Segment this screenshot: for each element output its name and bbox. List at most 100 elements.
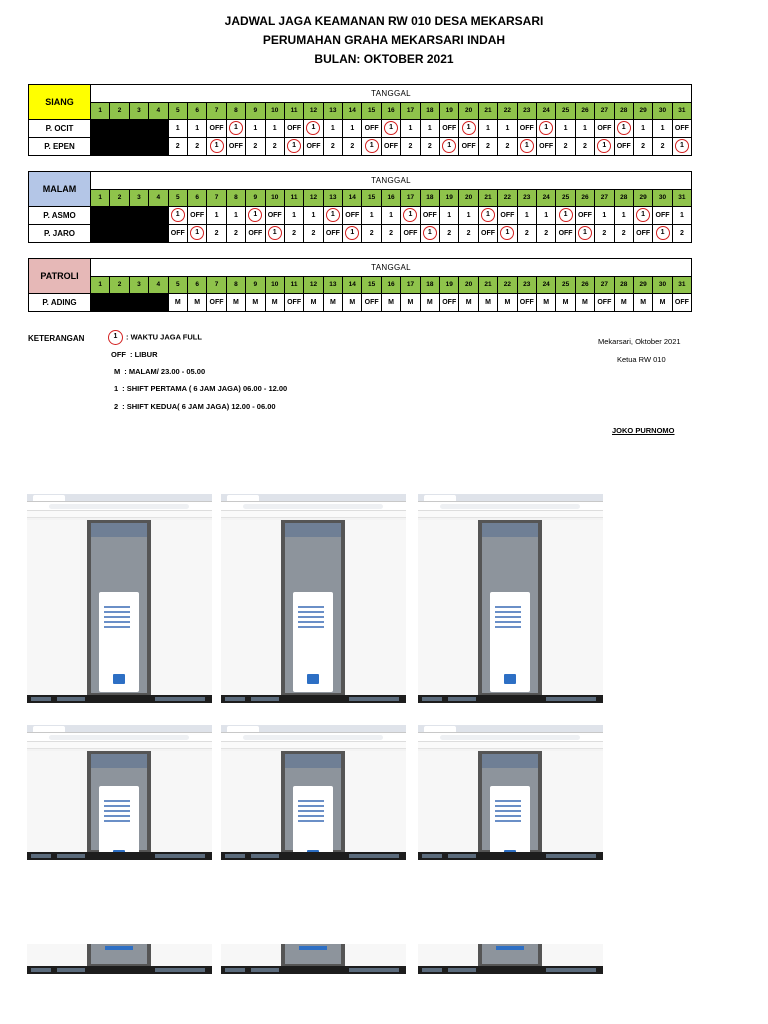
keterangan-item: M: MALAM/ 23.00 - 05.00 [114, 367, 205, 376]
day-number: 22 [497, 102, 518, 120]
circled-mark: 1 [325, 207, 340, 222]
shift-cell: 1 [671, 206, 693, 225]
full-shift-cell: 1 [439, 137, 460, 156]
document-title: JADWAL JAGA KEAMANAN RW 010 DESA MEKARSA… [0, 12, 768, 69]
day-number: 28 [613, 189, 634, 207]
shift-cell: M [380, 293, 402, 312]
day-number: 19 [439, 102, 460, 120]
day-number: 22 [497, 276, 518, 294]
app-screenshot-image [418, 944, 603, 974]
shift-cell: 2 [206, 224, 227, 243]
day-number: 22 [497, 189, 518, 207]
shift-cell: OFF [497, 206, 518, 225]
circled-mark: 1 [384, 120, 399, 135]
app-screenshot-image [221, 944, 406, 974]
inactive-cell [109, 137, 130, 156]
day-number: 8 [225, 276, 247, 294]
circled-mark: 1 [209, 138, 224, 153]
day-number: 6 [186, 276, 208, 294]
day-number: 24 [535, 189, 557, 207]
day-number: 20 [458, 276, 479, 294]
day-number: 8 [225, 102, 247, 120]
full-shift-cell: 1 [555, 206, 576, 225]
signature-role: Ketua RW 010 [617, 355, 666, 364]
day-number: 5 [167, 276, 188, 294]
day-number: 23 [516, 276, 537, 294]
day-number: 9 [245, 189, 266, 207]
shift-cell: 1 [283, 206, 305, 225]
shift-cell: M [652, 293, 673, 312]
shift-cell: OFF [206, 293, 227, 312]
shift-cell: 2 [555, 137, 576, 156]
app-screenshot-image [418, 494, 603, 703]
full-shift-cell: 1 [283, 137, 305, 156]
day-number: 31 [671, 189, 693, 207]
legend-symbol: M [114, 367, 121, 376]
day-number: 5 [167, 102, 188, 120]
day-number: 23 [516, 189, 537, 207]
shift-cell: 2 [477, 137, 499, 156]
shift-cell: OFF [477, 224, 499, 243]
day-number: 13 [322, 102, 344, 120]
shift-cell: OFF [535, 137, 557, 156]
inactive-cell [128, 206, 150, 225]
day-number: 29 [632, 102, 654, 120]
day-number: 28 [613, 276, 634, 294]
circled-mark: 1 [306, 120, 321, 135]
shift-cell: M [574, 293, 596, 312]
shift-cell: OFF [671, 119, 693, 138]
inactive-cell [109, 224, 130, 243]
day-number: 1 [89, 102, 111, 120]
day-number: 1 [89, 189, 111, 207]
day-number: 7 [206, 102, 227, 120]
day-number: 3 [128, 276, 150, 294]
shift-cell: M [555, 293, 576, 312]
day-number: 17 [400, 189, 421, 207]
inactive-cell [128, 293, 150, 312]
day-number: 29 [632, 276, 654, 294]
shift-label: SIANG [28, 84, 91, 120]
day-number: 14 [342, 189, 363, 207]
shift-cell: OFF [439, 293, 460, 312]
shift-cell: 2 [283, 224, 305, 243]
shift-cell: 2 [439, 224, 460, 243]
circled-mark: 1 [248, 207, 263, 222]
guard-name: P. OCIT [28, 119, 91, 138]
full-shift-cell: 1 [303, 119, 324, 138]
day-number: 21 [477, 102, 499, 120]
full-shift-cell: 1 [497, 224, 518, 243]
inactive-cell [128, 224, 150, 243]
day-number: 26 [574, 276, 596, 294]
shift-cell: OFF [400, 224, 421, 243]
circled-mark: 1 [461, 120, 476, 135]
shift-cell: 1 [594, 206, 615, 225]
full-shift-cell: 1 [400, 206, 421, 225]
shift-cell: 2 [361, 224, 382, 243]
app-screenshot-image [27, 494, 212, 703]
full-shift-cell: 1 [361, 137, 382, 156]
day-number: 26 [574, 102, 596, 120]
signature-name: JOKO PURNOMO [612, 426, 675, 435]
circled-mark: 1 [577, 225, 592, 240]
keterangan-item: OFF: LIBUR [111, 350, 158, 359]
shift-cell: 1 [477, 119, 499, 138]
guard-name: P. ASMO [28, 206, 91, 225]
keterangan-item: 1: SHIFT PERTAMA ( 6 JAM JAGA) 06.00 - 1… [114, 384, 287, 393]
full-shift-cell: 1 [264, 224, 285, 243]
shift-cell: 2 [303, 224, 324, 243]
shift-cell: OFF [167, 224, 188, 243]
shift-cell: 1 [632, 119, 654, 138]
shift-cell: M [322, 293, 344, 312]
circled-mark: 1 [558, 207, 573, 222]
shift-cell: 2 [497, 137, 518, 156]
shift-cell: M [342, 293, 363, 312]
day-number: 18 [419, 276, 441, 294]
shift-cell: 2 [458, 224, 479, 243]
shift-cell: OFF [458, 137, 479, 156]
circled-mark: 1 [481, 207, 495, 222]
